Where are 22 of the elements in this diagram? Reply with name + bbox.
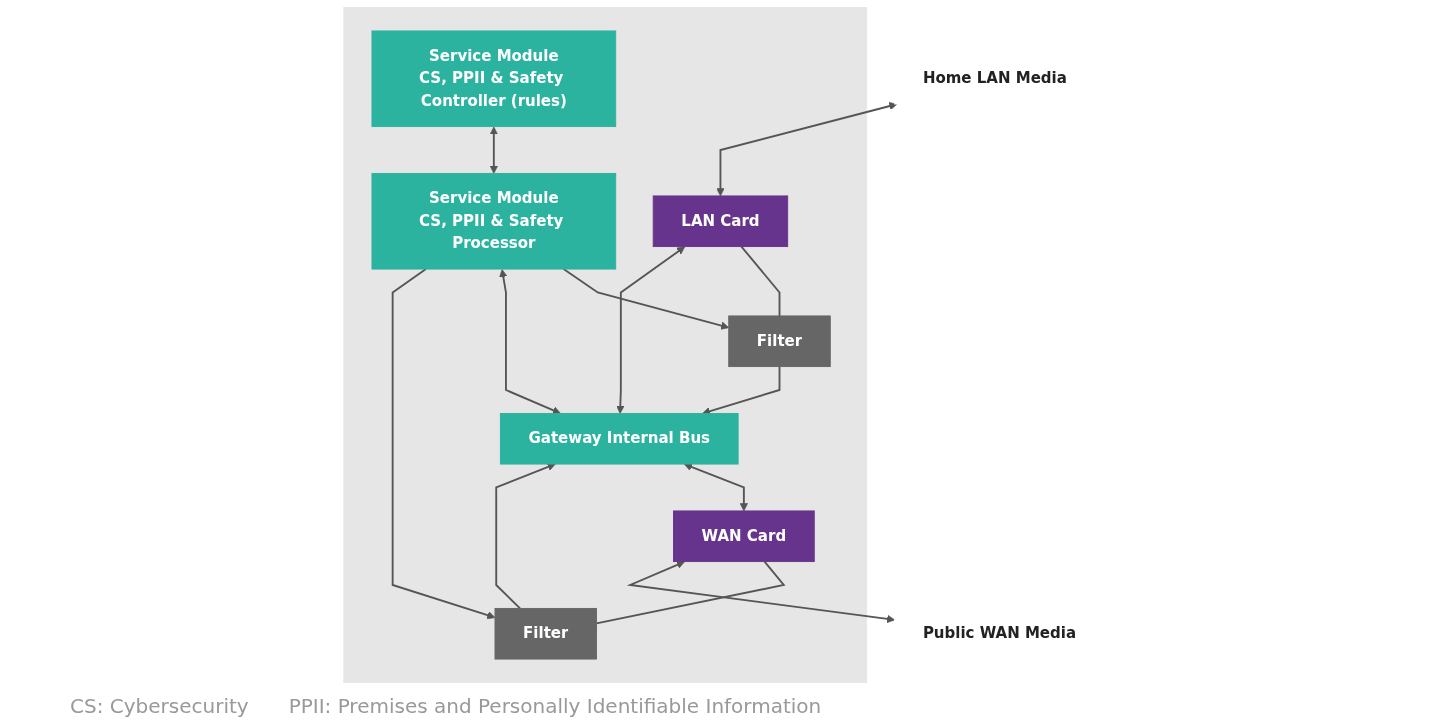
node-text: Public WAN Media [922, 624, 1077, 643]
abbreviation-note: CS: Cybersecurity [70, 694, 249, 718]
node-box: Filter [728, 315, 831, 368]
arrow [716, 102, 898, 197]
node-box: LAN Card [652, 195, 789, 248]
arrow [626, 560, 896, 624]
arrow [683, 463, 748, 512]
node-box: Service Module CS, PPII & Safety Processor [371, 172, 617, 270]
connector [740, 245, 781, 317]
abbreviation-note: PPII: Premises and Personally Identifiable Information [288, 694, 822, 718]
connector [595, 560, 786, 625]
arrow [562, 268, 730, 330]
cluster [343, 7, 868, 683]
node-box: Filter [494, 607, 597, 660]
arrow [616, 246, 686, 414]
arrow [489, 126, 498, 174]
node-text: Home LAN Media [922, 69, 1067, 88]
arrow [391, 268, 496, 620]
arrow [499, 269, 561, 415]
node-box: Gateway Internal Bus [499, 412, 739, 465]
node-box: Service Module CS, PPII & Safety Controller (rules) [371, 30, 617, 128]
node-box: WAN Card [673, 510, 815, 563]
